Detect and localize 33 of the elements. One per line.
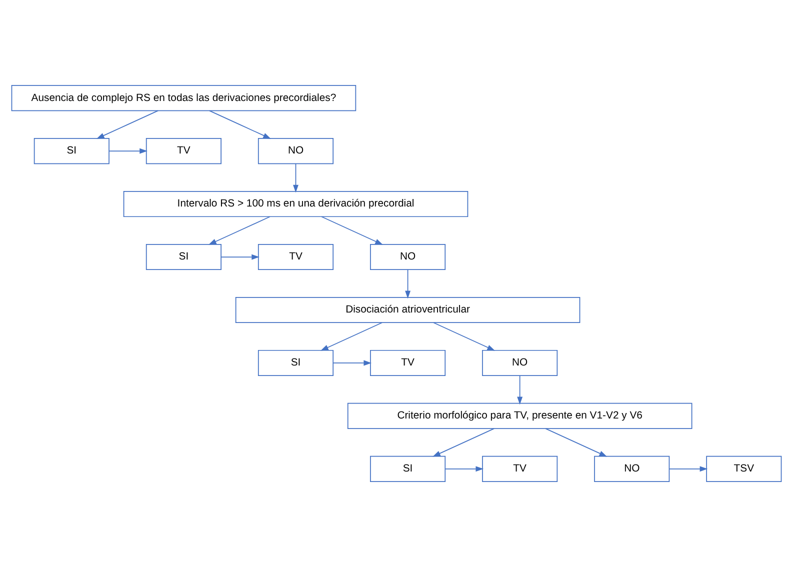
node-box: NO — [258, 138, 334, 164]
arrow — [208, 216, 270, 245]
arrow — [321, 216, 384, 245]
node-box: NO — [482, 350, 558, 376]
arrow — [332, 360, 372, 366]
node-box: TSV — [706, 456, 782, 482]
node-box: TV — [370, 350, 446, 376]
node-box: SI — [34, 138, 110, 164]
node-box: NO — [594, 456, 670, 482]
node-box: Ausencia de complejo RS en todas las derivaciones precordiales? — [11, 85, 356, 112]
arrow — [320, 322, 383, 351]
node-box: Disociación atrioventricular — [235, 296, 580, 324]
arrow — [96, 110, 158, 139]
arrow — [108, 148, 148, 154]
arrow — [293, 163, 298, 193]
node-box: TV — [146, 138, 222, 164]
arrow — [517, 375, 523, 405]
arrow — [433, 322, 496, 351]
arrow — [220, 254, 260, 260]
arrow — [208, 110, 271, 139]
arrow — [405, 269, 411, 299]
node-box: TV — [482, 456, 558, 482]
arrow — [432, 428, 495, 457]
node-box: SI — [258, 350, 334, 376]
arrow — [545, 428, 608, 457]
node-box: SI — [146, 244, 222, 270]
arrow — [444, 466, 484, 472]
node-box: NO — [370, 244, 446, 270]
node-box: SI — [370, 456, 446, 482]
arrow — [668, 466, 708, 472]
node-box: TV — [258, 244, 334, 270]
node-box: Intervalo RS > 100 ms en una derivación precordial — [123, 191, 468, 218]
node-box: Criterio morfológico para TV, presente en V1-V2 y V6 — [347, 402, 692, 429]
